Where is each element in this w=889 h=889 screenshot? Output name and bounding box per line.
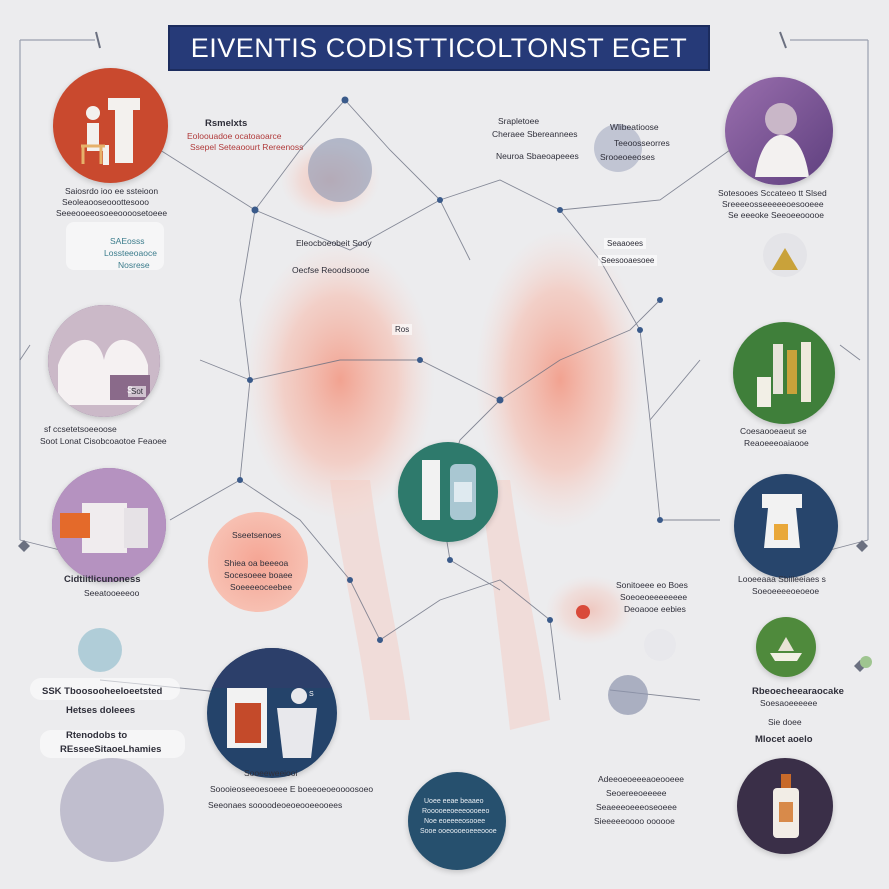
- tag-left: Sot: [128, 386, 147, 397]
- sofa-icon: S: [48, 305, 160, 417]
- label-top-left-b: Eoloouadoe ocatoaoarce: [187, 131, 282, 141]
- woman-figure-icon: [725, 77, 833, 185]
- bottle-pair-icon: [398, 442, 498, 542]
- label-bottom-center-d: Sooe ooeoooeoeeeoooe: [420, 828, 497, 835]
- label-bottom-right-d: Sieeeeeoooo oooooe: [594, 816, 675, 826]
- info-pink-disc: [208, 512, 308, 612]
- label-top-right-a: Wlibeatioose: [610, 122, 659, 132]
- label-right4-a: Rbeoecheearaocake: [752, 686, 844, 697]
- label-left-box-a: SAEosss: [110, 236, 145, 246]
- label-right3-b: Soeoeeeeoeoeoe: [752, 586, 820, 596]
- cup-icon: S: [207, 648, 337, 778]
- label-bottom-mid-a: Sooeeweeiooi: [244, 768, 298, 778]
- label-center-a: Eleocboeobeit Sooy: [296, 238, 372, 248]
- label-left3-b: Seeatooeeeoo: [84, 588, 140, 598]
- glass-icon: [734, 474, 838, 578]
- tag-right-top: Seaaoees: [604, 238, 647, 249]
- left-pill-2: [40, 730, 185, 758]
- left-box: [66, 222, 164, 270]
- label-right-mid-b: Soeoeoeeeeeeee: [620, 592, 688, 602]
- label-bottom-right-a: Adeeoeoeeeaoeooeee: [598, 774, 685, 784]
- label-left1-b: Seoleaooseooottesooo: [62, 197, 149, 207]
- label-pink-b: Shiea oa beeeoa: [224, 558, 289, 568]
- device-icon: [52, 468, 166, 582]
- label-bottom-center-a: Uoee eeae beaaeo: [424, 798, 484, 805]
- person-on-chair-icon: [53, 68, 168, 183]
- tag-center: Ros: [392, 324, 413, 335]
- label-pink-a: Sseetsenoes: [232, 530, 282, 540]
- left-pill-1: [30, 678, 180, 700]
- label-bottom-center-b: Rooooeeoeeeoooeeo: [422, 808, 490, 815]
- page-title: EIVENTIS CODISTTICOLTONST EGET: [168, 25, 710, 71]
- label-center-b: Oecfse Reoodsoooe: [292, 265, 370, 275]
- lotion-bottle-icon: [737, 758, 833, 854]
- label-right-mid-a: Sonitoeee eo Boes: [616, 580, 688, 590]
- tag-right-top-2: Seesooaesoee: [598, 255, 658, 266]
- label-left-box-b: Lossteeoaoce: [104, 248, 157, 258]
- label-left2-b: Soot Lonat Cisobcoaotoe Feaoee: [40, 436, 167, 446]
- label-bottom-center-c: Noe eoeeeeosooee: [424, 818, 486, 825]
- label-right4-b: Soesaoeeeeee: [760, 698, 818, 708]
- label-left3-a: Cidtiitlicunoness: [64, 574, 141, 585]
- label-right3-a: Looeeaaa Sbiileeiaes s: [738, 574, 826, 584]
- label-right2-a: Coesaooeaeut se: [740, 426, 807, 436]
- label-right5-b: Mlocet aoelo: [755, 734, 813, 745]
- bottles-icon: [733, 322, 835, 424]
- label-right1-c: Se eeeoke Seeoeeooooe: [728, 210, 824, 220]
- label-right-mid-c: Deoaooe eebies: [624, 604, 686, 614]
- label-top-right-b: Teeoosseorres: [614, 138, 670, 148]
- label-left-box-c: Nosrese: [118, 260, 150, 270]
- label-top-mid-a: Srapletoee: [498, 116, 540, 126]
- label-bottom-mid-c: Seeonaes soooodeoeoeooeeooees: [208, 800, 343, 810]
- label-left2-a: sf ccsetetsoeeoose: [44, 424, 117, 434]
- label-pink-c: Socesoeee boaee: [224, 570, 293, 580]
- label-left1-a: Saiosrdo ioo ee ssteioon: [65, 186, 159, 196]
- label-top-mid-c: Neuroa Sbaeoapeees: [496, 151, 579, 161]
- svg-text:S: S: [309, 691, 314, 698]
- label-bottom-right-b: Seoereeoeeeee: [606, 788, 667, 798]
- label-left5-b: REsseeSitaoeLhamies: [60, 744, 162, 755]
- label-right1-b: Sreeeeosseeeeeoesooeee: [722, 199, 824, 209]
- label-left4-a: SSK Tboosooheeloeetsted: [42, 686, 163, 697]
- label-bottom-mid-b: Soooieoseeoesoeee E boeeoeoeoooosoeo: [210, 784, 374, 794]
- label-pink-d: Soeeeeoceebee: [230, 582, 292, 592]
- label-right2-b: Reaoeeeoaiaooe: [744, 438, 809, 448]
- label-top-left-a: Rsmelxts: [205, 118, 248, 129]
- label-top-left-c: Ssepel Seteaoourt Rereenoss: [190, 142, 304, 152]
- label-left5-a: Rtenodobs to: [66, 730, 128, 741]
- label-left4-b: Hetses doleees: [66, 705, 136, 716]
- ship-icon: [756, 617, 816, 677]
- label-top-right-c: Srooeoeeoses: [600, 152, 655, 162]
- label-bottom-right-c: Seaeeeoeeeoseoeee: [596, 802, 677, 812]
- label-left1-c: Seeeooeeosoeeoooosetoeee: [56, 208, 168, 218]
- label-top-mid-b: Cheraee Sbereannees: [492, 129, 578, 139]
- label-right5-a: Sie doee: [768, 717, 802, 727]
- label-right1-a: Sotesooes Sccateeo tt Slsed: [718, 188, 827, 198]
- info-disc: [408, 772, 506, 870]
